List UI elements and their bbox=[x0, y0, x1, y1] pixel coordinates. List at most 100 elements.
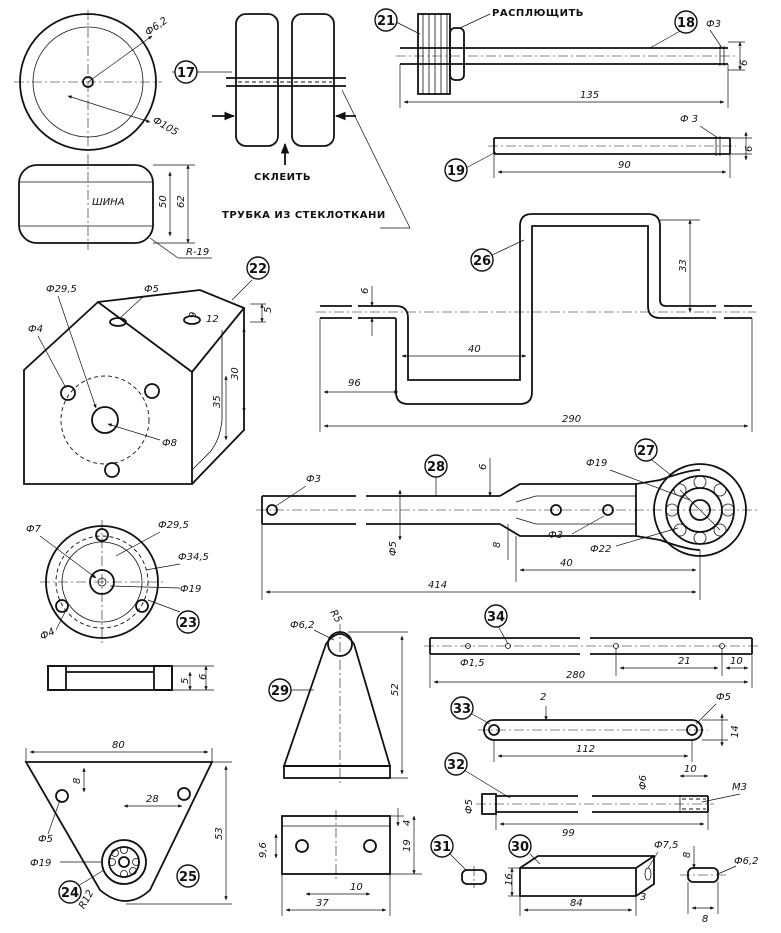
balloon-32: 32 bbox=[444, 752, 511, 799]
bearing-27: Ф19 Ф22 bbox=[586, 458, 747, 557]
flatten-label: РАСПЛЮЩИТЬ bbox=[492, 8, 584, 19]
part-number-26: 26 bbox=[473, 254, 491, 269]
dim-screw-d5: Ф5 bbox=[464, 799, 475, 814]
dim-crank-33: 33 bbox=[678, 259, 689, 272]
dim-shaft-10: 10 bbox=[730, 656, 743, 667]
dim-block-35: 35 bbox=[212, 395, 223, 408]
dim-wheel-d105: Ф105 bbox=[151, 115, 180, 138]
dim-rod-90: 90 bbox=[618, 160, 631, 171]
dim-tire-r19: R-19 bbox=[186, 247, 209, 258]
dim-box-16: 16 bbox=[504, 873, 515, 886]
dim-base-10: 10 bbox=[350, 882, 363, 893]
part-number-33: 33 bbox=[453, 702, 471, 717]
bearing-24: Ф19 bbox=[30, 839, 147, 885]
dim-fork-6: 6 bbox=[478, 464, 489, 470]
balloon-21: 21 bbox=[374, 8, 421, 35]
dim-fork-d3a: Ф3 bbox=[306, 474, 321, 485]
dim-flange-d7: Ф7 bbox=[26, 524, 42, 535]
tire-side-view: ШИНА 50 62 R-19 bbox=[18, 164, 212, 259]
glue-label: СКЛЕИТЬ bbox=[254, 172, 311, 183]
dim-standard-r5: R5 bbox=[327, 608, 343, 625]
dim-plate-53: 53 bbox=[214, 827, 225, 840]
part-number-24: 24 bbox=[61, 886, 79, 901]
dim-base-19: 19 bbox=[402, 839, 413, 852]
dim-plate-80: 80 bbox=[112, 740, 125, 751]
dim-rod-6: 6 bbox=[744, 146, 755, 152]
dim-crank-96: 96 bbox=[348, 378, 361, 389]
dim-pin-8b: 8 bbox=[702, 914, 708, 925]
dim-box-3: 3 bbox=[640, 892, 646, 903]
dim-base-4: 4 bbox=[402, 820, 413, 826]
dim-standard-52: 52 bbox=[390, 683, 401, 696]
part-number-19: 19 bbox=[447, 164, 465, 179]
link-33: 2 Ф5 14 112 bbox=[478, 692, 741, 762]
flange-section: 5 6 bbox=[47, 665, 214, 691]
dim-link-2: 2 bbox=[540, 692, 546, 703]
pin-31 bbox=[461, 866, 487, 888]
dim-block-d5: Ф5 bbox=[144, 284, 159, 295]
tube-label: ТРУБКА ИЗ СТЕКЛОТКАНИ bbox=[222, 210, 386, 221]
balloon-26: 26 bbox=[470, 239, 525, 272]
dim-standard-d62: Ф6,2 bbox=[290, 620, 315, 631]
dim-fork-d5: Ф5 bbox=[388, 541, 399, 556]
dim-plate-d19: Ф19 bbox=[30, 858, 51, 869]
dim-flange-d295: Ф29,5 bbox=[158, 520, 189, 531]
bracket-block-22: Ф29,5 Ф5 Ф4 9 12 5 30 35 Ф8 bbox=[23, 284, 274, 485]
dim-flange-d4: Ф4 bbox=[39, 626, 57, 642]
part-number-34: 34 bbox=[487, 610, 505, 625]
dim-box-d75: Ф7,5 bbox=[654, 840, 679, 851]
dim-axle-6: 6 bbox=[739, 60, 750, 66]
dim-screw-10: 10 bbox=[684, 764, 697, 775]
dim-block-d4: Ф4 bbox=[28, 324, 43, 335]
part-number-22: 22 bbox=[249, 262, 267, 277]
dim-shaft-280: 280 bbox=[566, 670, 585, 681]
part-number-30: 30 bbox=[511, 840, 529, 855]
part-number-17: 17 bbox=[177, 66, 195, 81]
dim-flange-d19: Ф19 bbox=[180, 584, 201, 595]
dim-block-12: 12 bbox=[206, 314, 219, 325]
dim-block-5: 5 bbox=[263, 307, 274, 313]
dim-crank-6: 6 bbox=[360, 288, 371, 294]
dim-block-30: 30 bbox=[230, 367, 241, 380]
standard-base-view: 4 9,6 19 10 37 bbox=[258, 808, 422, 916]
tire-label: ШИНА bbox=[92, 197, 125, 208]
rod-19: Ф 3 6 90 bbox=[488, 114, 755, 178]
balloon-17: 17 bbox=[172, 60, 232, 84]
dim-screw-d6: Ф6 bbox=[638, 775, 649, 790]
balloon-30: 30 bbox=[508, 834, 541, 865]
dim-pin-d62: Ф6,2 bbox=[734, 856, 759, 867]
dim-pin-8a: 8 bbox=[682, 852, 693, 858]
dim-crank-40: 40 bbox=[468, 344, 481, 355]
dim-bearing-d22: Ф22 bbox=[590, 544, 611, 555]
dim-link-d5: Ф5 bbox=[716, 692, 731, 703]
dim-plate-d5: Ф5 bbox=[38, 834, 53, 845]
dim-shaft-21: 21 bbox=[678, 656, 691, 667]
screw-32: Ф5 Ф6 10 М3 99 bbox=[464, 764, 747, 839]
axle-with-gear: 6 Ф3 135 РАСПЛЮЩИТЬ bbox=[396, 8, 750, 108]
dim-plate-28: 28 bbox=[146, 794, 159, 805]
dim-flange-d345: Ф34,5 bbox=[178, 552, 209, 563]
dim-fork-d3b: Ф3 bbox=[548, 530, 563, 541]
dim-wheel-d62: Ф6,2 bbox=[143, 15, 169, 38]
wheel-halves-assembly: СКЛЕИТЬ ТРУБКА ИЗ СТЕКЛОТКАНИ bbox=[212, 13, 411, 229]
balloon-24: 24 bbox=[58, 869, 105, 904]
dim-block-9: 9 bbox=[188, 312, 199, 318]
box-30: 16 Ф7,5 84 3 bbox=[504, 840, 679, 916]
part-number-31: 31 bbox=[433, 840, 451, 855]
dim-link-112: 112 bbox=[576, 744, 595, 755]
dim-flange-6: 6 bbox=[198, 674, 209, 680]
standard-29: Ф6,2 R5 52 bbox=[282, 608, 408, 786]
dim-axle-135: 135 bbox=[580, 90, 599, 101]
balloon-19: 19 bbox=[444, 151, 497, 182]
part-number-25: 25 bbox=[179, 870, 197, 885]
dim-base-37: 37 bbox=[316, 898, 329, 909]
dim-bearing-d19: Ф19 bbox=[586, 458, 607, 469]
part-number-28: 28 bbox=[427, 460, 445, 475]
dim-box-84: 84 bbox=[570, 898, 583, 909]
dim-tire-50: 50 bbox=[158, 195, 169, 208]
balloon-25: 25 bbox=[176, 864, 200, 888]
dim-fork-8: 8 bbox=[492, 542, 503, 548]
part-number-23: 23 bbox=[179, 616, 197, 631]
dim-flange-5: 5 bbox=[180, 678, 191, 684]
wheel-front-view: Ф6,2 Ф105 bbox=[14, 10, 180, 250]
